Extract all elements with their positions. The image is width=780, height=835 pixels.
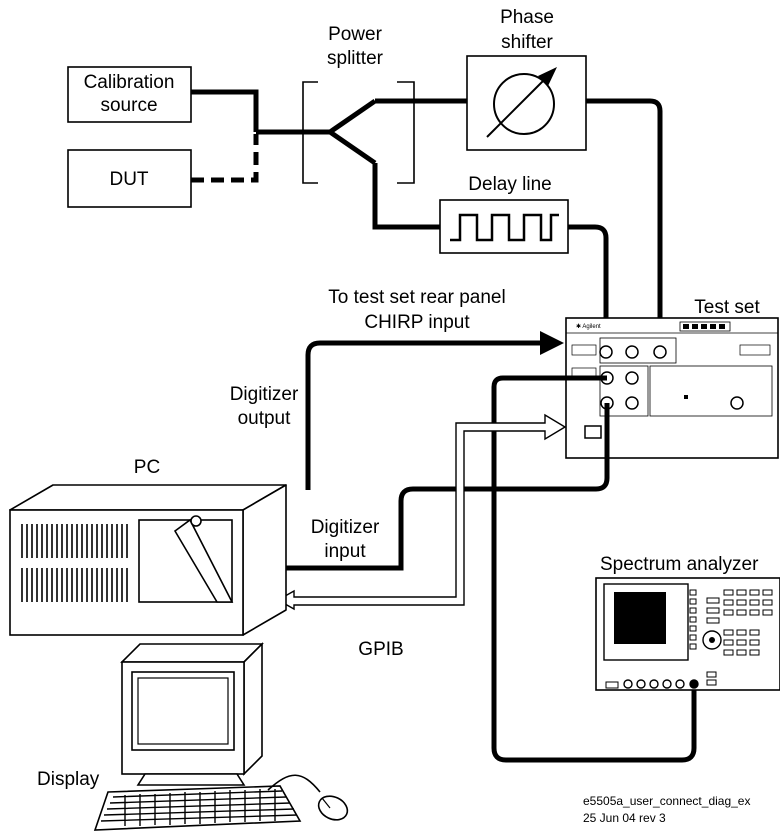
footer-revision: 25 Jun 04 rev 3 bbox=[583, 811, 666, 825]
gpib-label: GPIB bbox=[358, 639, 403, 660]
phase-to-testset-cable bbox=[586, 98, 663, 352]
dut-box bbox=[67, 149, 192, 208]
phase-shifter-box bbox=[466, 55, 587, 151]
pc-icon bbox=[9, 484, 287, 636]
digitizer-output-label-1: Digitizer bbox=[230, 384, 299, 405]
calibration-cable bbox=[191, 89, 259, 132]
calibration-source-label-2: source bbox=[100, 95, 157, 116]
test-set: ✱ Agilent bbox=[565, 317, 779, 459]
display-label: Display bbox=[37, 769, 100, 790]
phase-shifter-label-1: Phase bbox=[500, 7, 554, 28]
calibration-source-label-1: Calibration bbox=[84, 72, 175, 93]
svg-text:✱ Agilent: ✱ Agilent bbox=[576, 323, 601, 330]
digitizer-output-label-2: output bbox=[238, 408, 292, 429]
digitizer-input-label-1: Digitizer bbox=[311, 517, 380, 538]
splitter-to-delay-cable bbox=[372, 163, 440, 230]
dut-label: DUT bbox=[109, 169, 148, 190]
digitizer-input-label-2: input bbox=[324, 541, 366, 562]
chirp-arrow-icon bbox=[540, 331, 564, 355]
pc-label: PC bbox=[134, 457, 160, 478]
power-splitter-lines bbox=[256, 98, 377, 166]
gpib-cable bbox=[276, 413, 567, 611]
phase-shifter-label-2: shifter bbox=[501, 32, 553, 53]
power-splitter-label-2: splitter bbox=[327, 48, 384, 69]
display-icon bbox=[93, 642, 349, 831]
calibration-source-box bbox=[67, 66, 192, 123]
phase-shifter-symbol-icon bbox=[493, 73, 555, 135]
chirp-label-1: To test set rear panel bbox=[328, 287, 505, 308]
delay-to-testset-cable bbox=[568, 224, 609, 352]
phase-shifter-arrow-icon bbox=[486, 73, 551, 138]
footer-filename: e5505a_user_connect_diag_ex bbox=[583, 794, 750, 808]
spectrum-analyzer-label: Spectrum analyzer bbox=[600, 554, 759, 575]
digitizer-output-cable bbox=[305, 340, 540, 490]
digitizer-input-cable bbox=[286, 403, 610, 571]
delay-line-pulse-icon bbox=[450, 213, 559, 242]
spectrum-analyzer-icon bbox=[595, 577, 780, 691]
phase-shifter-arrowhead-icon bbox=[538, 67, 557, 86]
chirp-label-2: CHIRP input bbox=[364, 312, 470, 333]
power-splitter-label-1: Power bbox=[328, 24, 383, 45]
test-set-label: Test set bbox=[694, 297, 760, 318]
delay-line-label: Delay line bbox=[468, 174, 551, 195]
dut-cable bbox=[191, 134, 259, 183]
spectrum-to-testset-cable bbox=[491, 375, 697, 763]
power-splitter-bracket-right bbox=[397, 81, 415, 184]
